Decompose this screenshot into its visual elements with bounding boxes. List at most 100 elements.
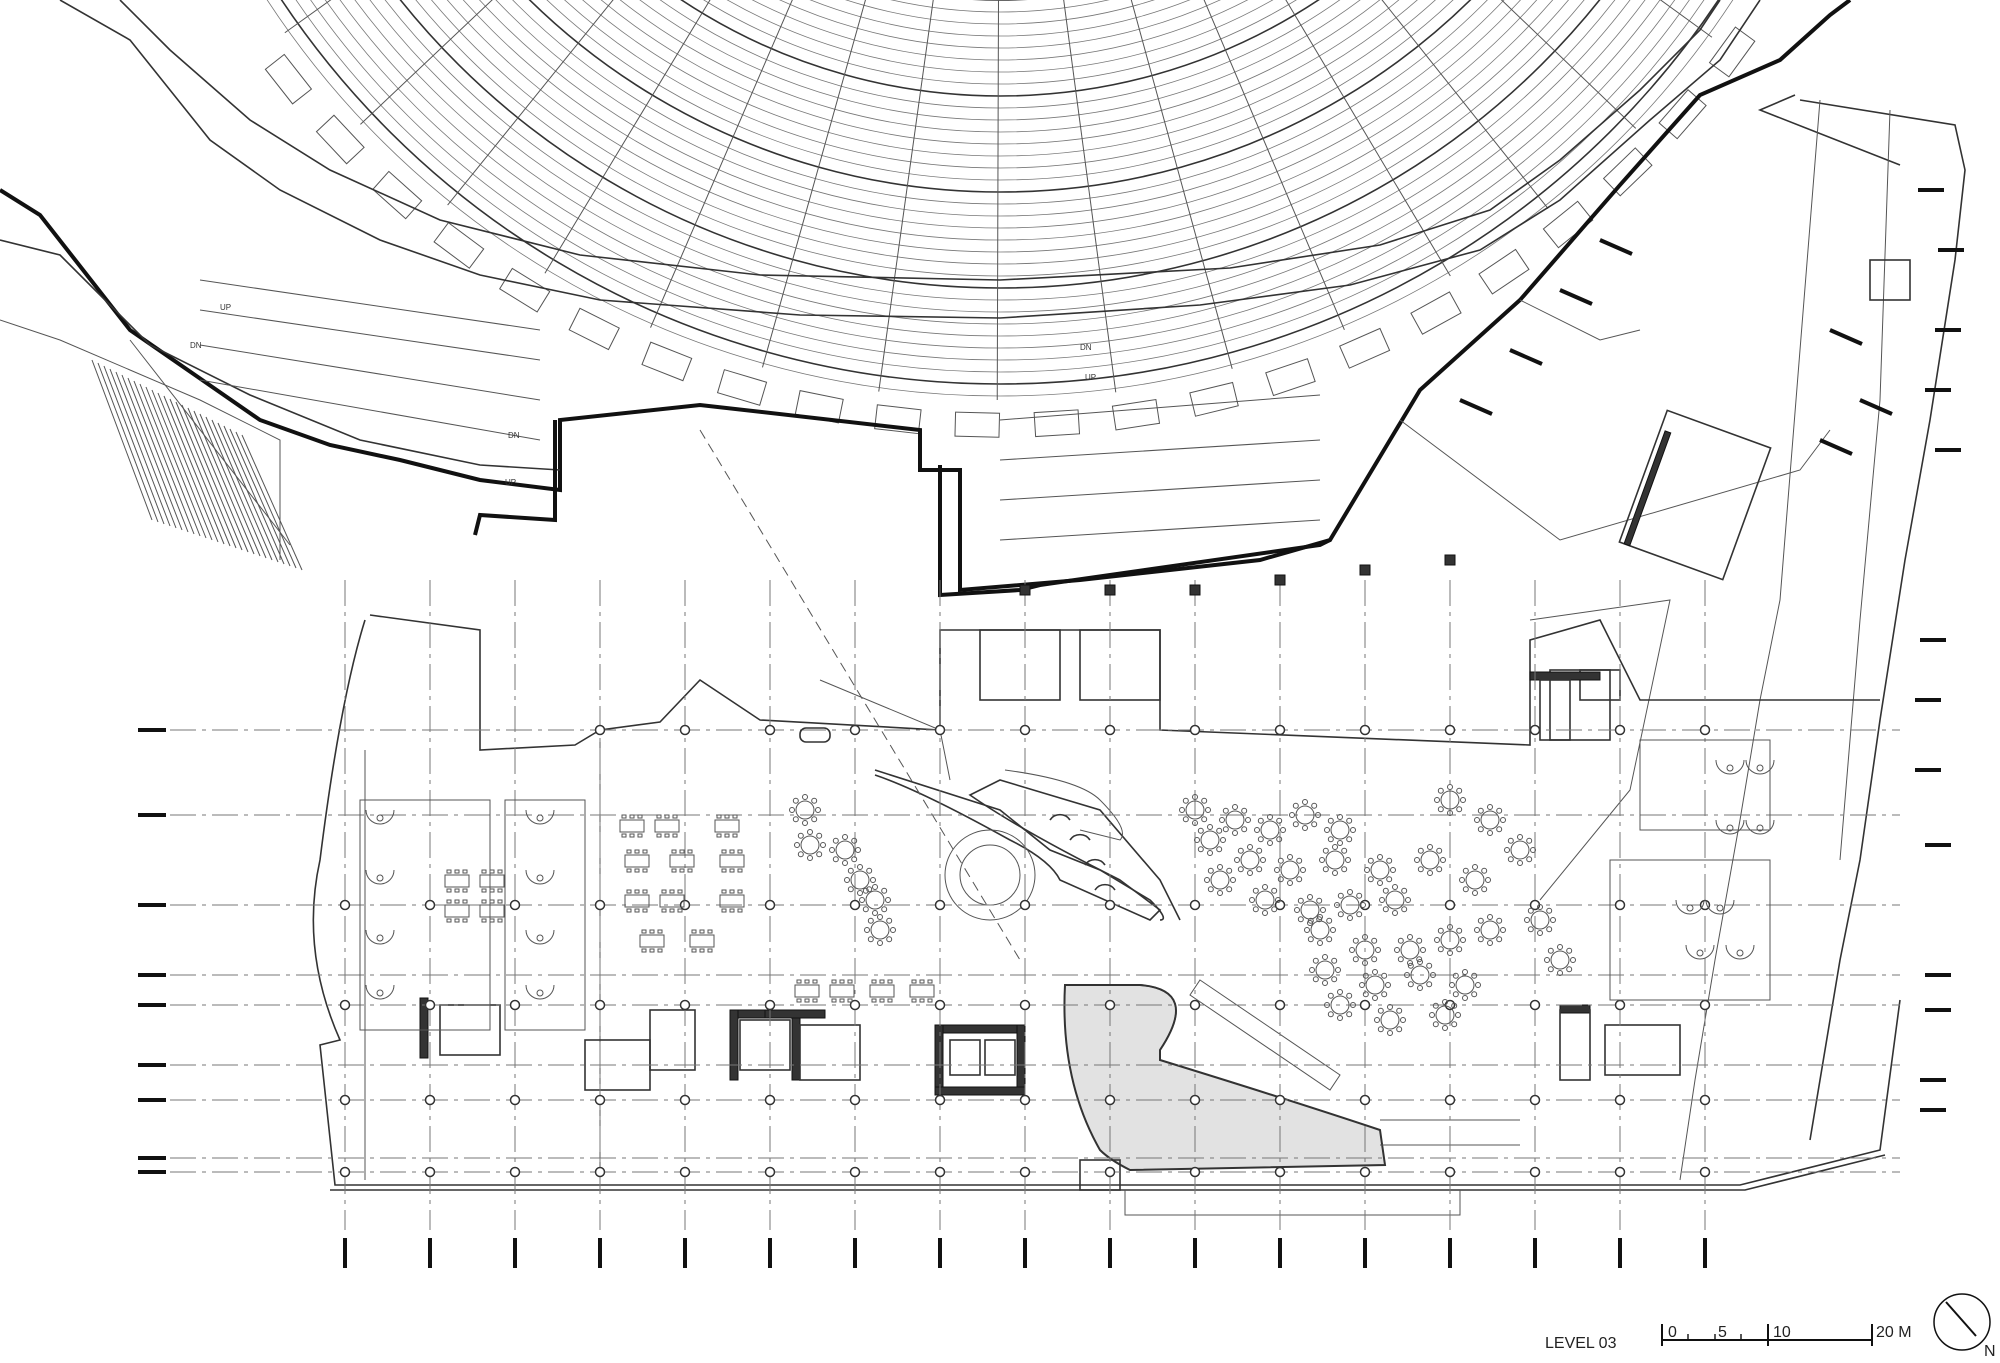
chair (677, 889, 683, 894)
chair (1201, 797, 1208, 804)
chair (1311, 802, 1318, 809)
concourse-room (499, 267, 551, 313)
column-square (1189, 584, 1201, 596)
chair (536, 934, 544, 942)
chair (1397, 956, 1404, 963)
office-partition (504, 799, 586, 1031)
chair (664, 833, 670, 838)
chair (1471, 972, 1478, 979)
chair (691, 948, 697, 953)
chair (1326, 917, 1333, 924)
chair (536, 989, 544, 997)
chair (1262, 910, 1268, 916)
chair (699, 929, 705, 934)
chair (1337, 1015, 1343, 1021)
chair (1500, 817, 1506, 823)
chair (832, 837, 839, 844)
chair (1362, 991, 1369, 998)
chair (1447, 924, 1453, 930)
chair (454, 899, 460, 904)
round-table (1550, 950, 1570, 970)
grid-tick-radial (1509, 348, 1543, 366)
chair (1256, 866, 1263, 873)
column (764, 999, 776, 1011)
round-table (1340, 895, 1360, 915)
chair (871, 979, 877, 984)
column (339, 1094, 351, 1106)
chair (1442, 1025, 1448, 1031)
chair (1320, 907, 1326, 913)
chair (1416, 937, 1423, 944)
chair (1360, 902, 1366, 908)
chair (656, 814, 662, 819)
chair (1337, 911, 1344, 918)
chair (927, 979, 933, 984)
stair-tread (115, 371, 177, 529)
chair (792, 816, 799, 823)
round-table (800, 835, 820, 855)
chair (1434, 937, 1440, 943)
workstation (1705, 899, 1735, 915)
chair (1500, 927, 1506, 933)
chair (794, 842, 800, 848)
column (934, 999, 946, 1011)
chair (732, 814, 738, 819)
chair (1271, 887, 1278, 894)
chair (669, 908, 675, 913)
chair (634, 908, 640, 913)
chair (641, 929, 647, 934)
workstation (525, 929, 555, 945)
column (1359, 1094, 1371, 1106)
north-label: N (1984, 1343, 1996, 1360)
seating-row (809, 0, 1191, 37)
chair (1327, 992, 1334, 999)
chair (797, 832, 804, 839)
chair (1404, 972, 1410, 978)
stair-tread (121, 374, 183, 531)
concourse-room (1111, 398, 1161, 431)
chair (1245, 817, 1251, 823)
chair (1472, 864, 1478, 870)
chair (1436, 847, 1443, 854)
chair (1267, 840, 1273, 846)
chair (1222, 826, 1229, 833)
column (1104, 1094, 1116, 1106)
chair (462, 918, 468, 923)
round-table (1480, 920, 1500, 940)
workstation (525, 984, 555, 1000)
stair-tread (139, 383, 201, 537)
lounge-seat (1094, 883, 1116, 891)
chair (1381, 991, 1388, 998)
chair (816, 851, 823, 858)
chair (1485, 877, 1491, 883)
round-table (1200, 830, 1220, 850)
column (1444, 724, 1456, 736)
chair (462, 888, 468, 893)
chair (737, 868, 743, 873)
chair (1346, 1011, 1353, 1018)
chair (1254, 827, 1260, 833)
chair (1417, 866, 1424, 873)
chair (1252, 887, 1259, 894)
column (1189, 1166, 1201, 1178)
scale-tick-10: 10 (1773, 1324, 1791, 1341)
stair-tread (217, 422, 279, 563)
concourse-room (433, 221, 485, 269)
north-arrow: N (1933, 1293, 1996, 1360)
round-table (1455, 975, 1475, 995)
round-table (1260, 820, 1280, 840)
seating-aisle (761, 0, 866, 368)
chair (867, 936, 874, 943)
stair-tread (91, 359, 153, 521)
column (1699, 999, 1711, 1011)
chair (812, 979, 818, 984)
chair (376, 934, 384, 942)
level-label: LEVEL 03 (1545, 1335, 1617, 1352)
chair (1226, 867, 1233, 874)
rect-table (639, 934, 665, 948)
chair (1300, 867, 1306, 873)
column (1274, 1094, 1286, 1106)
chair (1385, 982, 1391, 988)
chair (679, 849, 685, 854)
chair (376, 814, 384, 822)
